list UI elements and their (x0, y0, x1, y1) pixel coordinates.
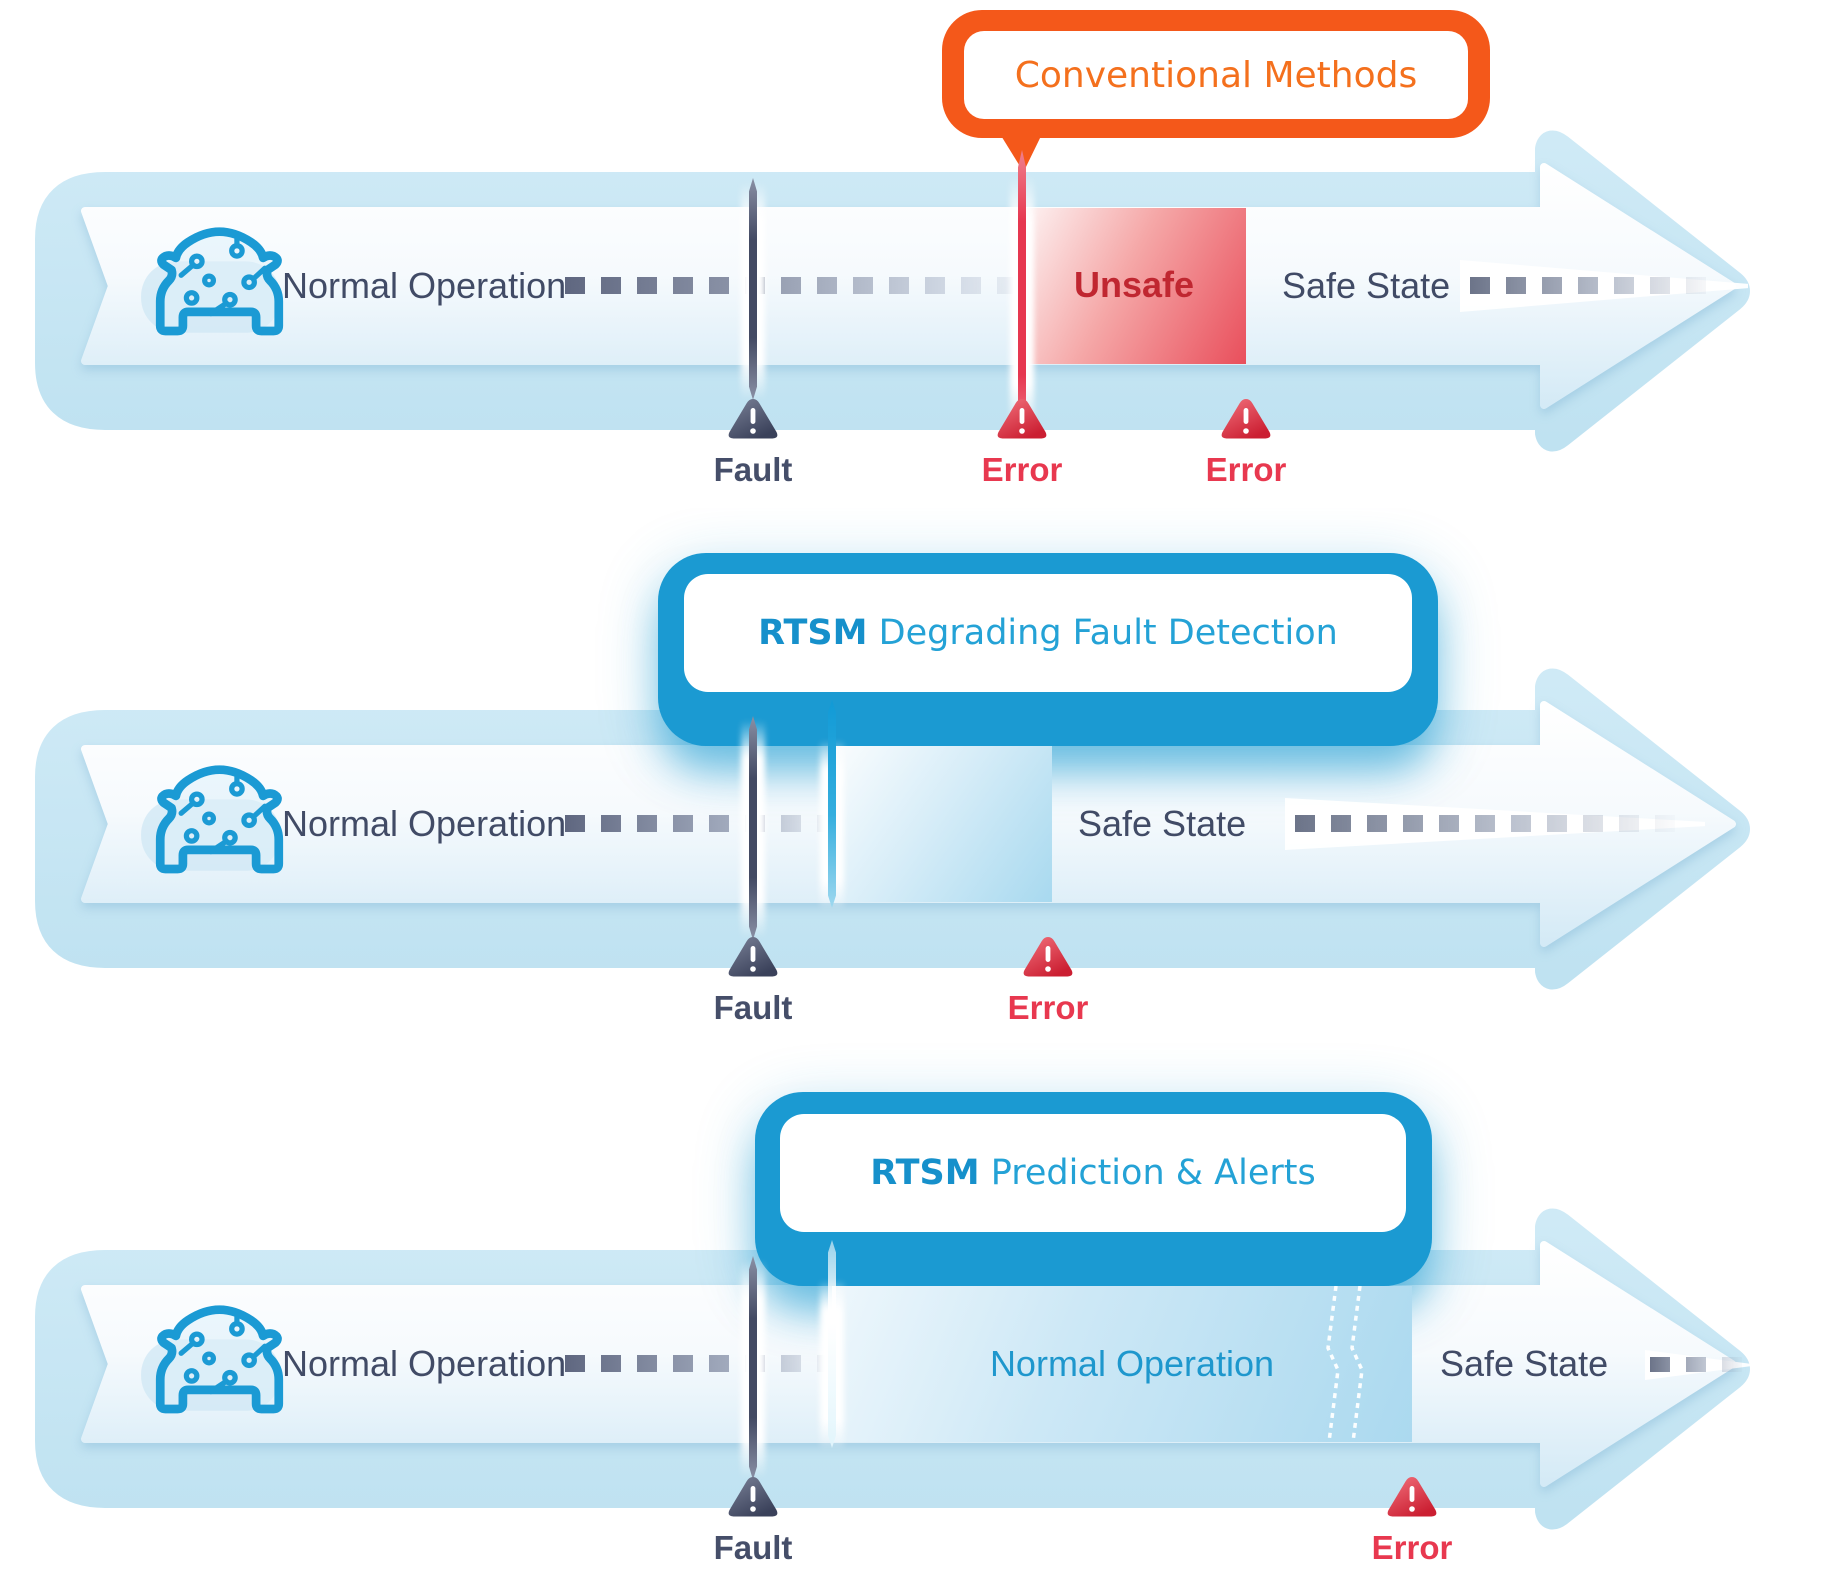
callout-text: Degrading Fault Detection (878, 613, 1338, 653)
error-label: Error (981, 451, 1063, 488)
unsafe-label: Unsafe (1073, 264, 1195, 305)
progress-dashes (565, 277, 1013, 294)
error-label: Error (1007, 989, 1089, 1026)
normal-operation-label: Normal Operation (282, 265, 567, 306)
fault-triangle-icon (728, 937, 778, 977)
unsafe-region (1022, 208, 1246, 364)
error-triangle-icon (1387, 1477, 1437, 1517)
fault-line (749, 178, 757, 400)
rtsm-prediction-line (828, 1240, 836, 1448)
callout-text: Conventional Methods (1014, 54, 1418, 96)
fault-triangle-icon (728, 399, 778, 439)
safe-state-label: Safe State (1078, 803, 1247, 844)
error-line (1018, 150, 1026, 438)
rtsm-detection-line (828, 700, 836, 908)
normal-operation-label: Normal Operation (282, 1343, 567, 1384)
callout-text-bold: RTSM (870, 1153, 980, 1193)
fault-triangle-icon (728, 1477, 778, 1517)
fault-label: Fault (713, 1529, 793, 1566)
normal-operation-label: Normal Operation (282, 803, 567, 844)
fault-line (749, 1256, 757, 1480)
error-label: Error (1205, 451, 1287, 488)
fault-label: Fault (713, 451, 793, 488)
extended-normal-operation-label: Normal Operation (989, 1343, 1275, 1384)
car-circuit-icon (141, 227, 284, 336)
car-circuit-icon (141, 1305, 284, 1414)
car-circuit-icon (141, 765, 284, 874)
trailing-dashes (1470, 277, 1720, 294)
callout-label: RTSM Prediction & Alerts (780, 1114, 1406, 1232)
callout-label: RTSM Degrading Fault Detection (684, 574, 1412, 692)
prediction-region (832, 1286, 1412, 1442)
detection-region (832, 746, 1052, 902)
safe-state-label: Safe State (1440, 1343, 1609, 1384)
fault-line (749, 716, 757, 940)
error-triangle-icon (1221, 399, 1271, 439)
safe-state-label: Safe State (1282, 265, 1451, 306)
error-triangle-icon (1023, 937, 1073, 977)
error-label: Error (1371, 1529, 1453, 1566)
tear-lines-icon (1326, 1286, 1364, 1442)
error-triangle-icon (997, 399, 1047, 439)
progress-dashes (565, 1355, 827, 1372)
trailing-dashes (1295, 815, 1685, 832)
callout-text-bold: RTSM (758, 613, 868, 653)
callout-label: Conventional Methods (964, 31, 1468, 119)
fault-label: Fault (713, 989, 793, 1026)
callout-text: Prediction & Alerts (990, 1153, 1316, 1193)
trailing-dashes (1650, 1357, 1745, 1372)
